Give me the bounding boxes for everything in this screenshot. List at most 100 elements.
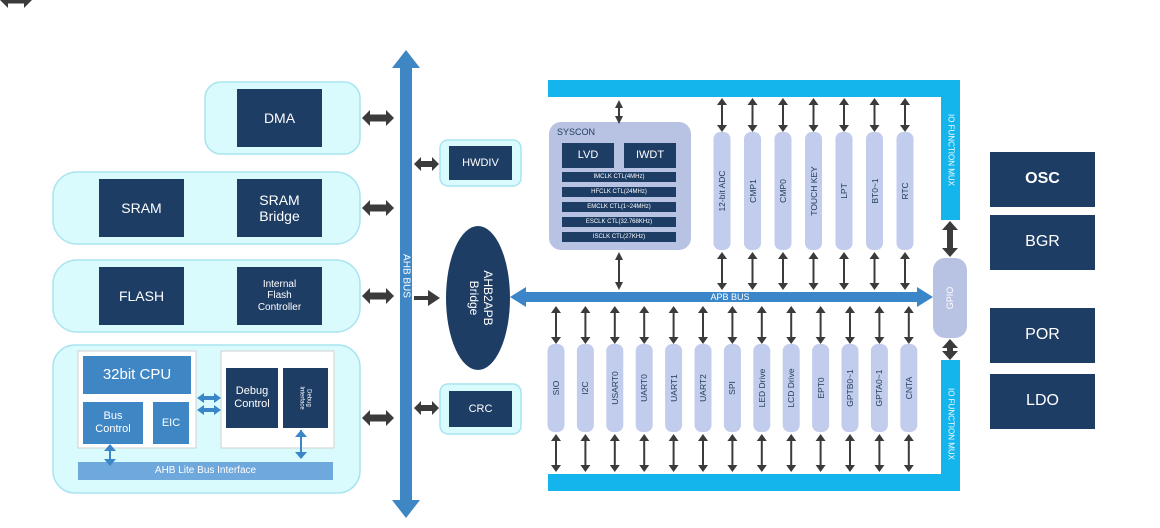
bottom-peripheral-label-3: UART0 xyxy=(639,374,649,402)
bottom-peripheral-label-4: UART1 xyxy=(669,374,679,402)
top-peripheral-io-link-5-heads xyxy=(869,98,880,132)
top-peripheral-label-1: CMP1 xyxy=(748,179,758,203)
bottom-peripheral-label-7-text: LED Drive xyxy=(756,368,767,408)
top-peripheral-io-link-0-heads xyxy=(717,98,727,132)
io-mux-top-label: IO FUNCTION MUX xyxy=(947,114,956,186)
debug-interface-label: Debug Interface xyxy=(298,386,312,410)
bottom-peripheral-label-10-text: GPTB0~1 xyxy=(845,369,855,407)
bgr-label: BGR xyxy=(1025,233,1060,251)
bottom-peripheral-label-5: UART2 xyxy=(698,374,708,402)
bottom-peripheral-5 xyxy=(694,344,712,432)
bottom-peripheral-4 xyxy=(665,344,683,432)
dma-label: DMA xyxy=(263,109,296,126)
bottom-peripheral-8 xyxy=(782,344,800,432)
top-peripheral-3 xyxy=(805,132,822,250)
flash-ahb-arrow xyxy=(362,288,394,304)
top-peripheral-label-6: RTC xyxy=(900,182,910,199)
cpu-debug-link-top xyxy=(197,393,221,403)
apb-bus-label: APB BUS xyxy=(710,291,750,302)
bottom-peripheral-1 xyxy=(576,344,594,432)
top-peripheral-label-3-text: TOUCH KEY xyxy=(808,166,819,216)
iwdt-label: IWDT xyxy=(635,149,665,162)
hwdiv-block xyxy=(449,146,512,180)
bottom-peripheral-label-0-text: SIO xyxy=(551,380,561,396)
bottom-peripheral-label-9: EPT0 xyxy=(816,377,826,398)
ahb-bus-text: AHB BUS xyxy=(400,254,412,298)
flash-block xyxy=(99,267,184,325)
eic-block xyxy=(153,402,189,444)
debug-interface-text: Debug Interface xyxy=(299,386,312,410)
crc-label: CRC xyxy=(468,402,493,415)
sram-bridge-label: SRAM Bridge xyxy=(259,191,300,224)
osc-label: OSC xyxy=(1025,170,1060,188)
bottom-peripheral-0 xyxy=(547,344,565,432)
clock-row-3 xyxy=(562,217,676,227)
bottom-peripheral-label-1: I2C xyxy=(580,381,590,394)
bottom-peripheral-label-10: GPTB0~1 xyxy=(845,369,855,407)
clock-label-3: ESCLK CTL(32.768KHz) xyxy=(585,218,653,225)
bus-control-label: Bus Control xyxy=(95,410,131,435)
cpu-block xyxy=(83,356,191,394)
top-peripheral-label-6-text: RTC xyxy=(900,182,910,200)
flash-controller-block xyxy=(237,267,322,325)
por-label: POR xyxy=(1025,326,1060,344)
bus-control-block xyxy=(83,402,143,444)
crc-ahb-arrow xyxy=(414,401,439,415)
top-peripheral-label-1-text: CMP1 xyxy=(747,179,758,203)
ahb-bus xyxy=(392,50,420,518)
flash-label: FLASH xyxy=(118,287,165,304)
cpu-label: 32bit CPU xyxy=(102,366,172,384)
clock-row-1 xyxy=(562,187,676,197)
io-mux-bottom-side xyxy=(941,360,960,491)
lvd-block xyxy=(562,143,614,168)
gpio-label: GPIO xyxy=(945,287,955,310)
hwdiv-label: HWDIV xyxy=(462,156,499,169)
por-block xyxy=(990,308,1095,363)
top-peripheral-io-link-6-heads xyxy=(900,98,910,132)
top-peripheral-0 xyxy=(713,132,731,250)
sram-bridge-block xyxy=(237,179,322,237)
top-peripheral-label-2-text: CMP0 xyxy=(778,179,788,203)
clock-label-0: IMCLK CTL(4MHz) xyxy=(593,173,645,180)
ahb2apb-bridge xyxy=(446,226,510,370)
iwdt-block xyxy=(624,143,676,168)
bottom-peripheral-3 xyxy=(635,344,653,432)
bottom-peripheral-label-6: SPI xyxy=(727,381,737,395)
top-peripheral-label-0-text: 12-bit ADC xyxy=(717,170,727,212)
bottom-peripheral-label-8: LCD Drive xyxy=(786,368,796,407)
flash-controller-label: Internal Flash Controller xyxy=(257,278,302,313)
clock-label-1: HFCLK CTL(24MHz) xyxy=(591,188,647,195)
io-mux-top-text: IO FUNCTION MUX xyxy=(946,114,956,186)
bottom-peripheral-label-5-text: UART2 xyxy=(698,374,708,402)
gpio-text: GPIO xyxy=(945,286,955,310)
sram-label: SRAM xyxy=(121,199,162,216)
osc-block xyxy=(990,152,1095,207)
top-peripheral-5 xyxy=(866,132,883,250)
bridge-text: AHB2APB Bridge xyxy=(467,270,495,326)
bottom-peripheral-label-12-text: CNTA xyxy=(903,376,914,400)
bottom-peripheral-label-2-text: USART0 xyxy=(609,371,620,405)
debug-interface-block xyxy=(283,368,328,428)
clock-label-2: EMCLK CTL(1~24MHz) xyxy=(587,203,651,210)
bgr-block xyxy=(990,215,1095,270)
bottom-peripheral-7 xyxy=(753,344,771,432)
top-peripheral-1 xyxy=(744,132,761,250)
bus-control-link-heads xyxy=(104,444,116,466)
top-peripheral-label-4-text: LPT xyxy=(839,183,849,199)
io-mux-top-bar xyxy=(548,80,960,97)
bottom-peripheral-label-12: CNTA xyxy=(904,377,914,400)
bridge-ahb-arrow xyxy=(414,290,440,306)
top-peripheral-label-3: TOUCH KEY xyxy=(809,166,819,215)
eic-label: EIC xyxy=(161,416,181,429)
bottom-peripheral-label-2: USART0 xyxy=(610,371,620,404)
bottom-peripheral-label-11-text: GPTA0~1 xyxy=(874,369,885,407)
bottom-peripheral-10 xyxy=(841,344,859,432)
bottom-peripheral-label-1-text: I2C xyxy=(580,381,591,395)
bottom-peripheral-group xyxy=(547,306,918,472)
top-peripheral-io-link-2-heads xyxy=(778,98,788,132)
top-peripheral-label-5-text: BT0~1 xyxy=(869,178,880,204)
top-peripheral-6 xyxy=(896,132,914,250)
